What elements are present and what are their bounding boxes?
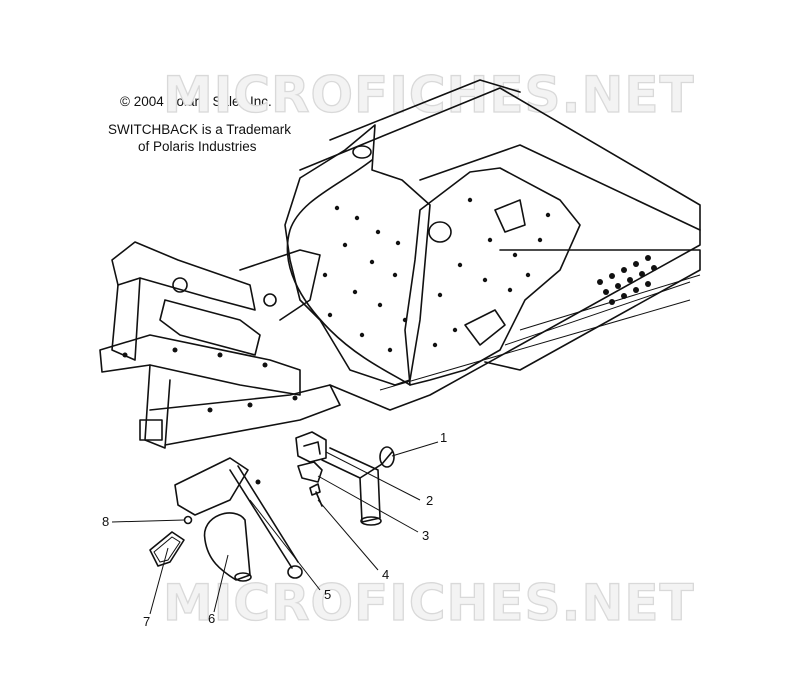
plate-hole-right bbox=[428, 221, 452, 243]
right-side-plate bbox=[404, 167, 581, 386]
part-8-screw bbox=[183, 515, 193, 525]
part-5-nut bbox=[255, 479, 261, 485]
callout-4: 4 bbox=[382, 567, 389, 582]
callout-6: 6 bbox=[208, 611, 215, 626]
part-6-boot bbox=[203, 512, 252, 582]
leader-lines bbox=[111, 441, 439, 615]
part-1-bar bbox=[321, 446, 395, 526]
vent-hole-pattern bbox=[597, 255, 657, 305]
callout-2: 2 bbox=[426, 493, 433, 508]
trademark-line-1: SWITCHBACK is a Trademark bbox=[108, 122, 292, 137]
part-3-bracket bbox=[297, 461, 323, 483]
trademark-line-2: of Polaris Industries bbox=[138, 139, 257, 154]
left-side-plate bbox=[284, 124, 431, 386]
copyright-text: © 2004 Polaris Sales Inc. bbox=[120, 94, 272, 109]
chassis-tunnel bbox=[299, 79, 701, 411]
callout-5: 5 bbox=[324, 587, 331, 602]
callout-7: 7 bbox=[143, 614, 150, 629]
callout-8: 8 bbox=[102, 514, 109, 529]
part-5-steering-arm bbox=[174, 457, 303, 579]
plate-hole-top bbox=[352, 145, 372, 159]
front-bulkhead-frame bbox=[99, 241, 341, 449]
routing-line bbox=[286, 159, 411, 386]
part-2-clamp bbox=[295, 431, 327, 463]
callout-1: 1 bbox=[440, 430, 447, 445]
watermark-bottom: MICROFICHES.NET bbox=[163, 574, 695, 632]
part-7-seal bbox=[149, 531, 185, 567]
callout-3: 3 bbox=[422, 528, 429, 543]
watermark-top: MICROFICHES.NET bbox=[163, 66, 695, 124]
